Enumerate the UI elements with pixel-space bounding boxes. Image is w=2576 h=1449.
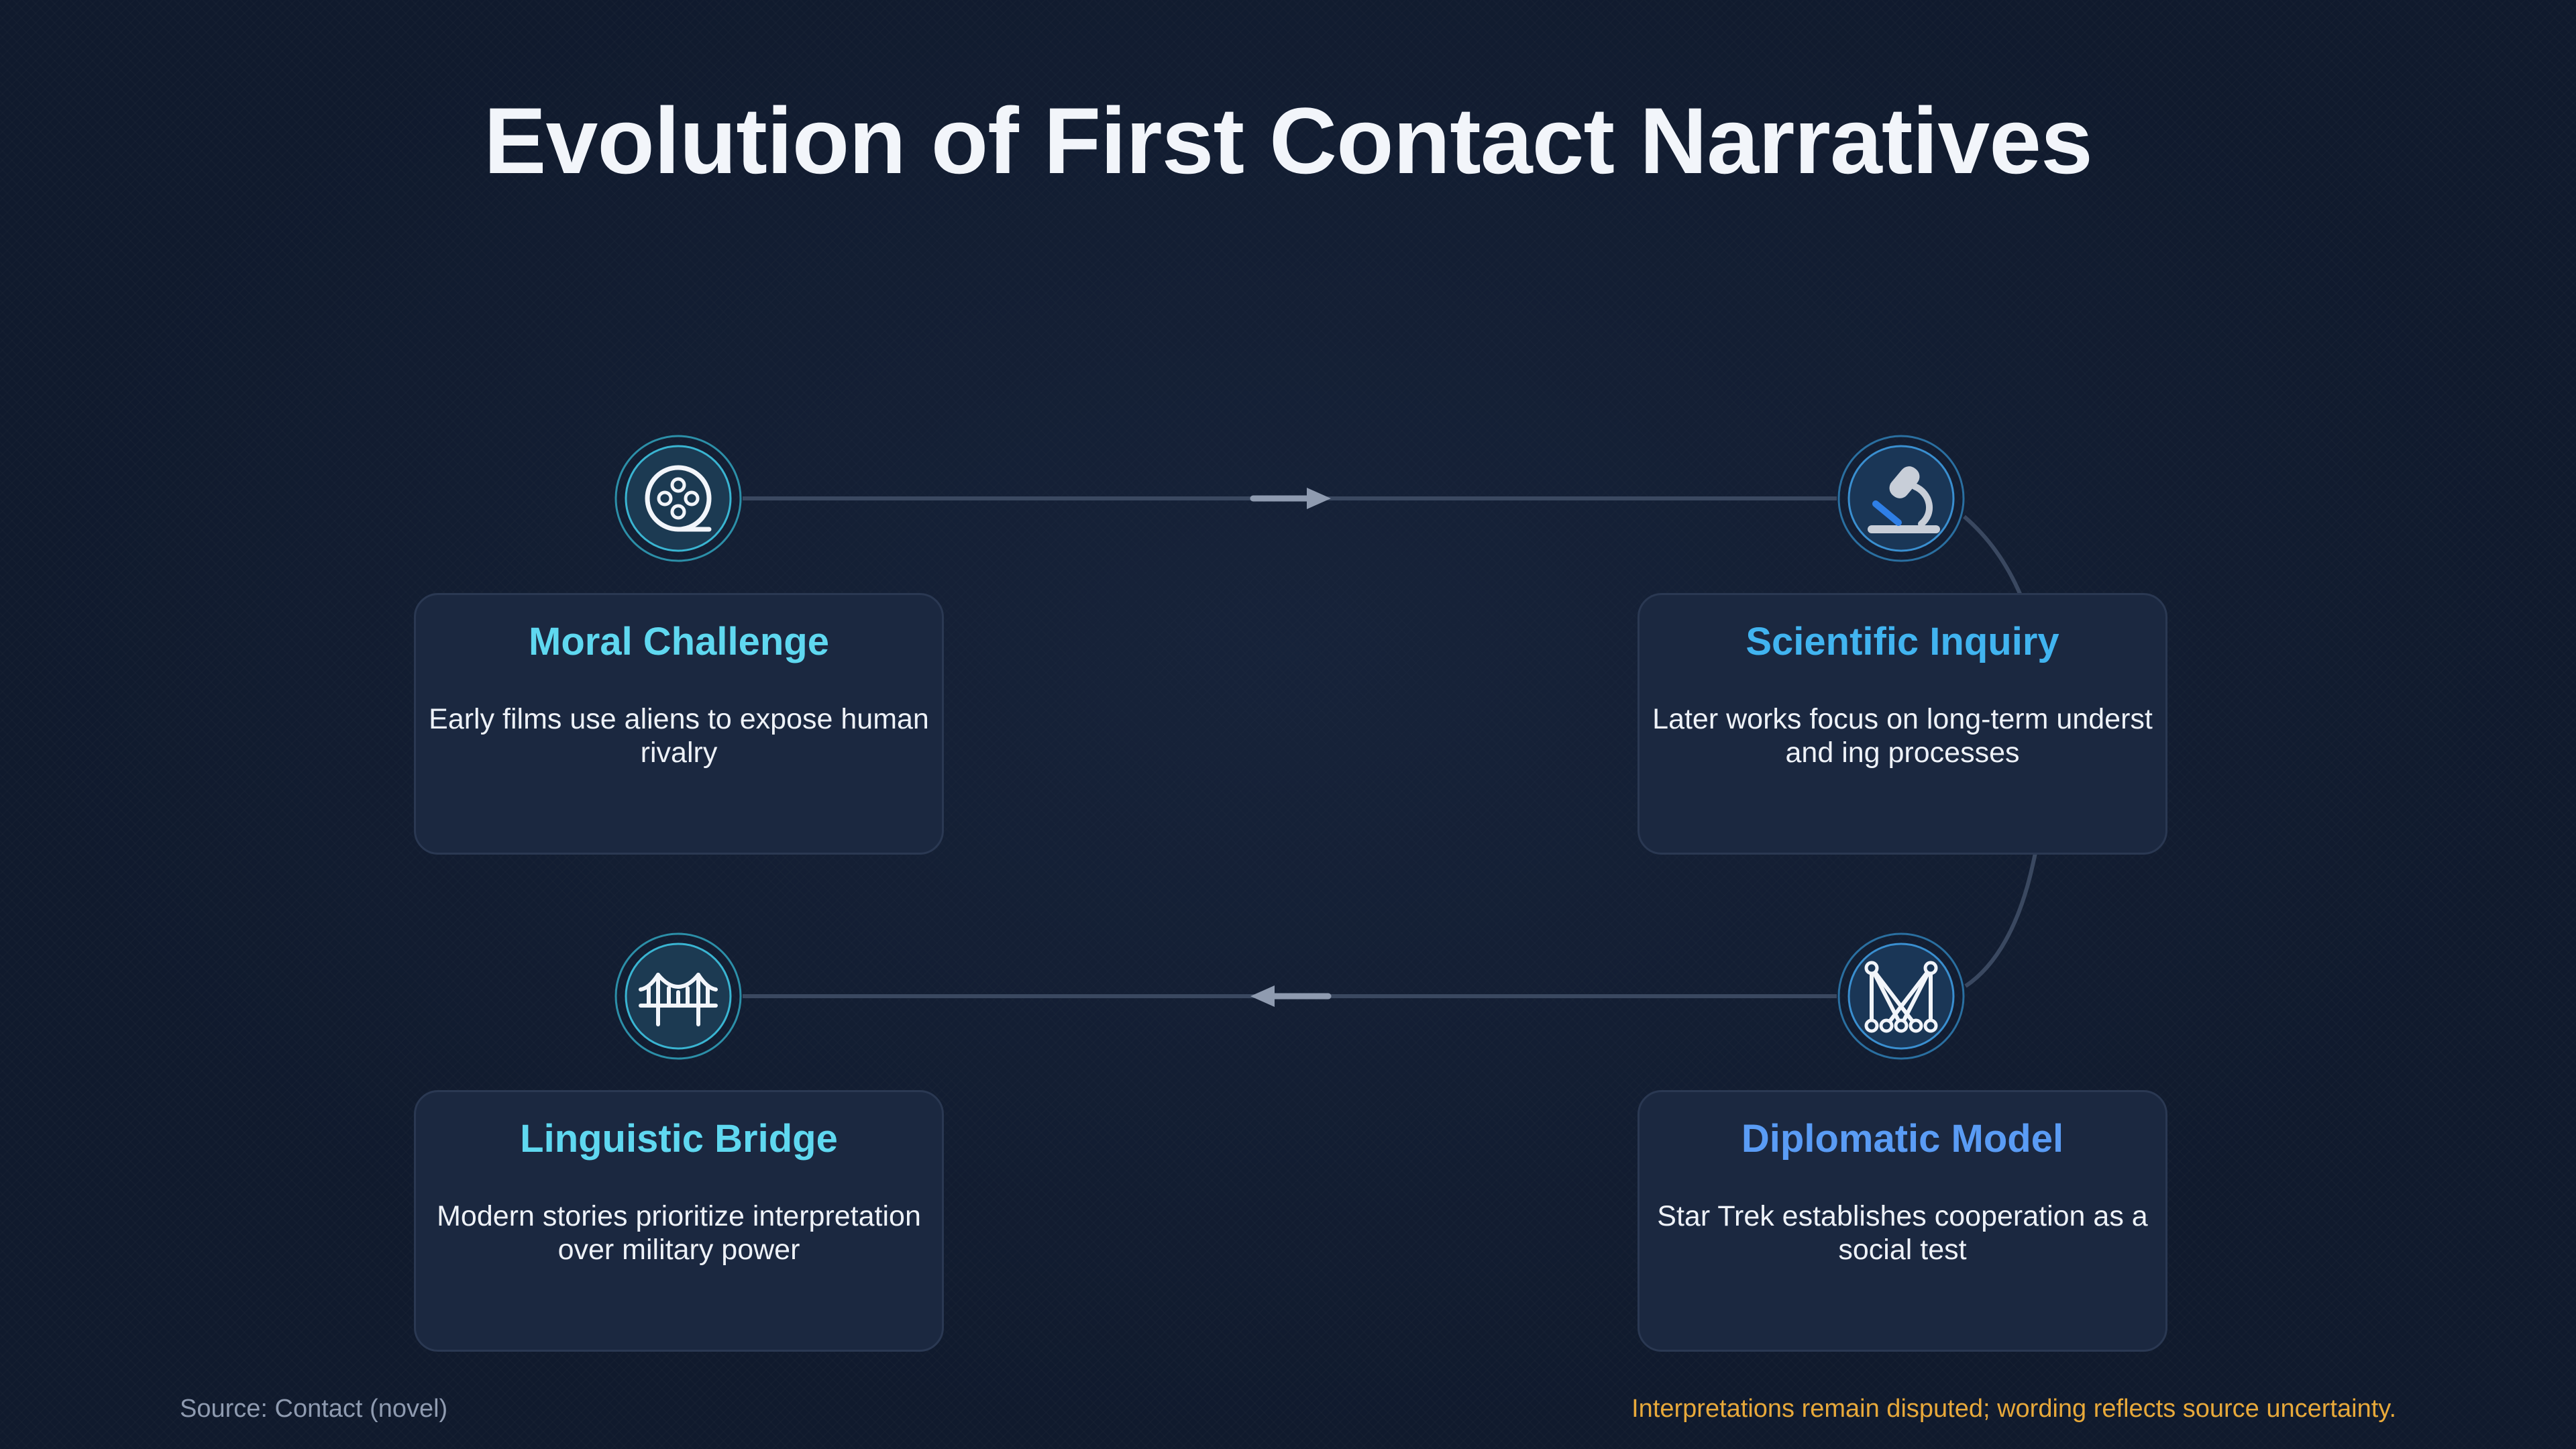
step-title: Scientific Inquiry	[1746, 620, 2059, 663]
step-card-moral-challenge: Moral Challenge Early films use aliens t…	[414, 593, 944, 855]
page-title: Evolution of First Contact Narratives	[484, 88, 2093, 193]
step-title: Diplomatic Model	[1741, 1117, 2064, 1161]
step-description: Early films use aliens to expose human r…	[429, 703, 929, 769]
step-title: Linguistic Bridge	[520, 1117, 838, 1161]
film-reel-icon	[614, 434, 743, 563]
network-icon	[1837, 932, 1966, 1061]
arrow-right-icon	[1250, 488, 1331, 509]
disclaimer-note: Interpretations remain disputed; wording…	[1631, 1395, 2396, 1423]
source-note: Source: Contact (novel)	[180, 1395, 448, 1423]
step-card-scientific-inquiry: Scientific Inquiry Later works focus on …	[1638, 593, 2167, 855]
step-description: Modern stories prioritize interpretation…	[437, 1200, 921, 1266]
step-card-diplomatic-model: Diplomatic Model Star Trek establishes c…	[1638, 1090, 2167, 1352]
step-title: Moral Challenge	[529, 620, 829, 663]
arrow-left-icon	[1250, 985, 1332, 1007]
step-description: Later works focus on long-term underst a…	[1652, 703, 2153, 769]
bridge-icon	[614, 932, 743, 1061]
step-description: Star Trek establishes cooperation as a s…	[1657, 1200, 2148, 1266]
step-card-linguistic-bridge: Linguistic Bridge Modern stories priorit…	[414, 1090, 944, 1352]
microscope-icon	[1837, 434, 1966, 563]
